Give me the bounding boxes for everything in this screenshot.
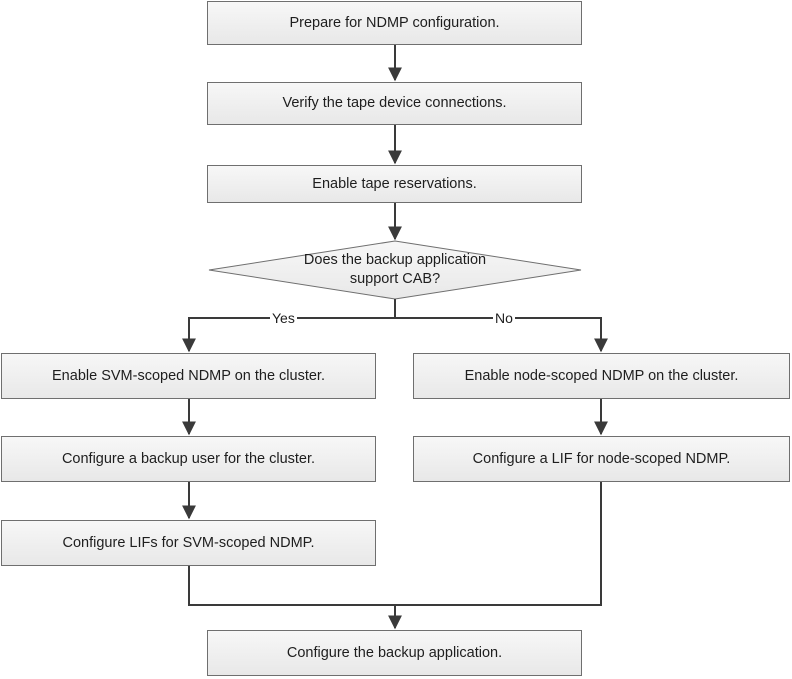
step-enable-svm-scoped-ndmp: Enable SVM-scoped NDMP on the cluster. (1, 353, 376, 399)
step-configure-svm-lifs: Configure LIFs for SVM-scoped NDMP. (1, 520, 376, 566)
yes-label: Yes (270, 310, 297, 326)
decision-question-line2: support CAB? (349, 271, 441, 287)
no-label: No (493, 310, 515, 326)
arrow-yes-branch (182, 317, 395, 353)
arrow-no-branch (395, 317, 608, 353)
step-verify-tape-connections: Verify the tape device connections. (207, 82, 582, 125)
step-configure-backup-user: Configure a backup user for the cluster. (1, 436, 376, 482)
decision-question-line1: Does the backup application (303, 252, 487, 269)
step-enable-tape-reservations: Enable tape reservations. (207, 165, 582, 203)
step-enable-node-scoped-ndmp: Enable node-scoped NDMP on the cluster. (413, 353, 790, 399)
step-configure-node-lif: Configure a LIF for node-scoped NDMP. (413, 436, 790, 482)
step-configure-backup-application: Configure the backup application. (207, 630, 582, 676)
step-prepare-ndmp: Prepare for NDMP configuration. (207, 1, 582, 45)
decision-question: Does the backup application support CAB? (240, 247, 550, 293)
